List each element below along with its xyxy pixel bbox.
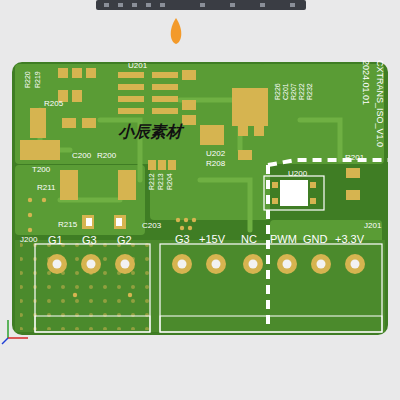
board-note: 2024.01.01 bbox=[361, 60, 370, 105]
designator: R222 bbox=[298, 83, 305, 100]
designator: U200 bbox=[288, 170, 307, 178]
designator: R232 bbox=[306, 83, 313, 100]
pin-name: +15V bbox=[199, 234, 225, 245]
designator: R205 bbox=[44, 100, 63, 108]
pin-name: G3 bbox=[82, 235, 97, 246]
designator: R220 bbox=[24, 71, 31, 88]
pin-name: GND bbox=[303, 234, 327, 245]
pin-name: NC bbox=[241, 234, 257, 245]
designator: J201 bbox=[364, 222, 381, 230]
designator: R200 bbox=[97, 152, 116, 160]
designator: T200 bbox=[32, 166, 50, 174]
designator: R207 bbox=[290, 83, 297, 100]
watermark: 小辰素材 bbox=[118, 124, 182, 140]
pin-name: +3.3V bbox=[335, 234, 364, 245]
board-note: CXTRANS_ISO_V1.0 bbox=[375, 60, 384, 147]
designator: U201 bbox=[128, 62, 147, 70]
designator: C203 bbox=[142, 222, 161, 230]
designator: R219 bbox=[34, 71, 41, 88]
designator: R211 bbox=[37, 184, 56, 192]
designator: R215 bbox=[58, 221, 77, 229]
pin-name: G2 bbox=[117, 235, 132, 246]
designator: C201 bbox=[282, 83, 289, 100]
designator: R201 bbox=[345, 154, 364, 162]
designator: R226 bbox=[274, 83, 281, 100]
designator: R208 bbox=[206, 160, 225, 168]
pin-name: G1 bbox=[48, 235, 63, 246]
designator: R213 bbox=[157, 173, 164, 190]
designator: R204 bbox=[166, 173, 173, 190]
designator: R212 bbox=[148, 173, 155, 190]
designator: C200 bbox=[72, 152, 91, 160]
pin-name: PWM bbox=[270, 234, 297, 245]
pin-name: G3 bbox=[175, 234, 190, 245]
designator: U202 bbox=[206, 150, 225, 158]
designator: J200 bbox=[20, 236, 37, 244]
